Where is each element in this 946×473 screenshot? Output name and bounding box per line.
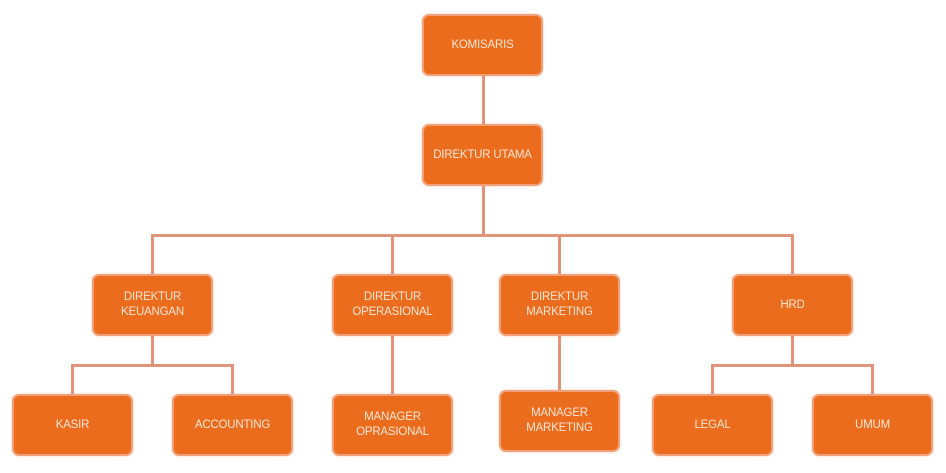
node-manager-oprasional: MANAGER OPRASIONAL xyxy=(332,394,453,456)
connector-to-hrd xyxy=(791,234,794,274)
connector-to-manager-marketing xyxy=(558,336,561,390)
node-kasir: KASIR xyxy=(12,394,133,456)
node-hrd: HRD xyxy=(732,274,853,336)
connector-keuangan-down xyxy=(151,336,154,366)
node-accounting: ACCOUNTING xyxy=(172,394,293,456)
connector-hrd-bar xyxy=(711,364,874,367)
node-legal: LEGAL xyxy=(652,394,773,456)
node-label: ACCOUNTING xyxy=(194,418,271,431)
node-label: KASIR xyxy=(55,418,90,431)
node-label: LEGAL xyxy=(694,418,731,431)
node-label: MANAGER OPRASIONAL xyxy=(356,411,429,438)
node-direktur-utama: DIREKTUR UTAMA xyxy=(422,124,543,186)
connector-to-manager-oprasional xyxy=(391,336,394,394)
connector-to-direktur-marketing xyxy=(558,234,561,274)
node-umum: UMUM xyxy=(812,394,933,456)
connector-level2-bar xyxy=(151,234,794,237)
node-label: HRD xyxy=(780,298,805,311)
node-direktur-keuangan: DIREKTUR KEUANGAN xyxy=(92,274,213,336)
node-komisaris: KOMISARIS xyxy=(422,14,543,76)
connector-komisaris-direktur-utama xyxy=(482,76,485,126)
connector-direktur-utama-down xyxy=(482,186,485,236)
node-direktur-marketing: DIREKTUR MARKETING xyxy=(499,274,620,336)
node-label: UMUM xyxy=(855,418,890,431)
connector-hrd-down xyxy=(791,336,794,366)
connector-to-kasir xyxy=(71,364,74,394)
connector-to-umum xyxy=(871,364,874,394)
node-label: DIREKTUR KEUANGAN xyxy=(121,291,184,318)
node-manager-marketing: MANAGER MARKETING xyxy=(499,390,620,452)
connector-keuangan-bar xyxy=(71,364,234,367)
node-label: DIREKTUR MARKETING xyxy=(526,291,593,318)
node-label: DIREKTUR UTAMA xyxy=(433,148,532,161)
connector-to-direktur-operasional xyxy=(391,234,394,274)
node-label: MANAGER MARKETING xyxy=(526,407,593,434)
node-label: KOMISARIS xyxy=(451,38,514,51)
node-label: DIREKTUR OPERASIONAL xyxy=(352,291,433,318)
connector-to-direktur-keuangan xyxy=(151,234,154,274)
connector-to-accounting xyxy=(231,364,234,394)
node-direktur-operasional: DIREKTUR OPERASIONAL xyxy=(332,274,453,336)
connector-to-legal xyxy=(711,364,714,394)
